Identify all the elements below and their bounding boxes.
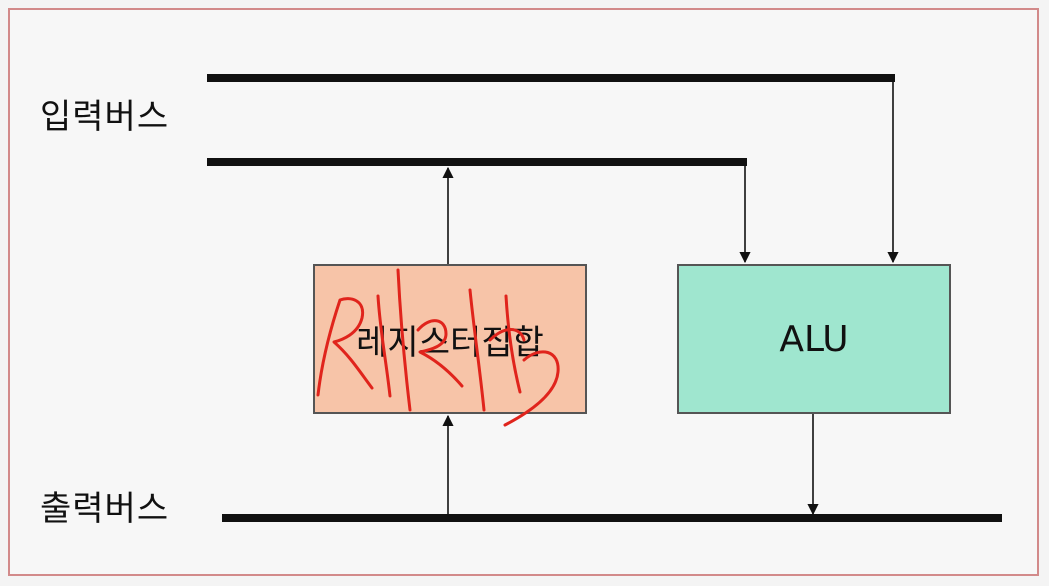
register-set-block: 레지스터집합 — [313, 264, 587, 414]
alu-block: ALU — [677, 264, 951, 414]
input-bus-label: 입력버스 — [40, 97, 170, 137]
output-bus-label: 출력버스 — [40, 489, 170, 529]
alu-label: ALU — [779, 318, 849, 360]
register-set-label: 레지스터집합 — [356, 322, 544, 363]
